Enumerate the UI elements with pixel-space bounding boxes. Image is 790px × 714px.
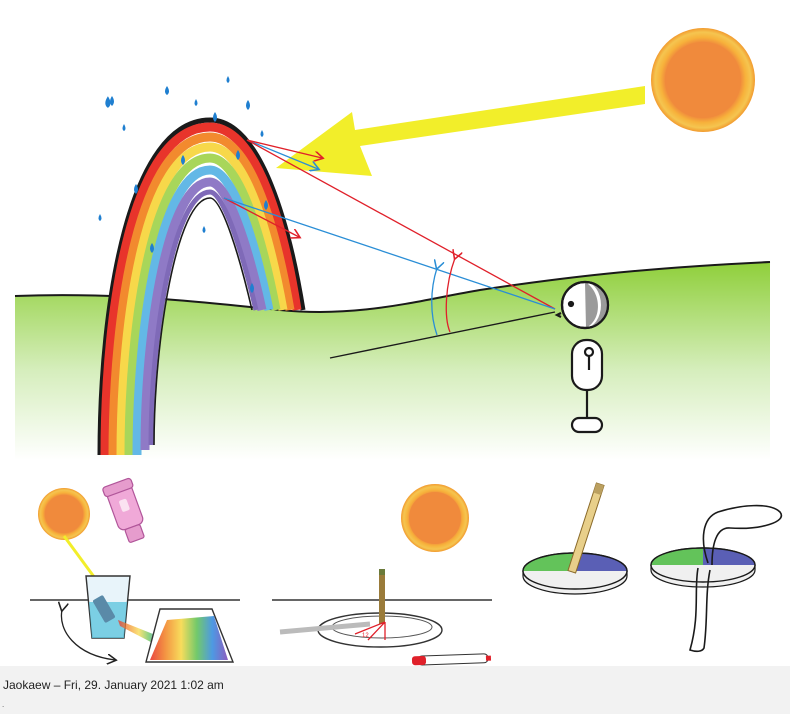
raindrops [98, 76, 268, 293]
rainbow [97, 117, 306, 456]
experiment-glass-prism [30, 477, 240, 662]
observer-figure [554, 280, 610, 434]
light-rays [223, 139, 556, 359]
caption-bar: Jaokaew – Fri, 29. January 2021 1:02 am … [0, 666, 790, 714]
sunlight-arrow [276, 86, 645, 176]
image-caption: Jaokaew – Fri, 29. January 2021 1:02 am [3, 678, 224, 692]
experiment-shadow-stick: 12 [272, 484, 492, 666]
svg-text:12: 12 [362, 633, 369, 639]
caption-dot: . [2, 700, 5, 709]
rainbow-illustration: 12 [14, 28, 783, 666]
experiment-color-wheels [522, 482, 783, 653]
